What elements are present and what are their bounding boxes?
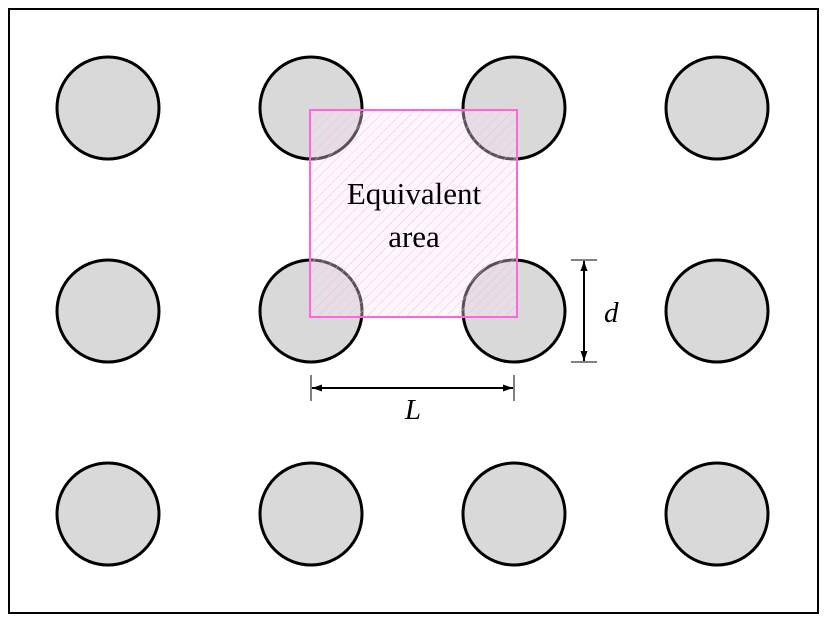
equivalent-area-label-line2: area	[388, 219, 440, 254]
pillar-circle	[664, 55, 770, 161]
pillar-circle	[55, 55, 161, 161]
d-dimension-label: d	[604, 297, 619, 329]
pillar-circle	[55, 461, 161, 567]
pillar-circle	[461, 461, 567, 567]
pillar-circle	[258, 461, 364, 567]
L-dimension-label: L	[404, 394, 421, 426]
pillar-circle	[664, 461, 770, 567]
pillar-circle	[664, 258, 770, 364]
equivalent-area-hatch	[310, 110, 517, 317]
equivalent-area-label-line1: Equivalent	[347, 176, 482, 211]
equivalent-area-border	[309, 109, 518, 318]
pillar-circle	[55, 258, 161, 364]
